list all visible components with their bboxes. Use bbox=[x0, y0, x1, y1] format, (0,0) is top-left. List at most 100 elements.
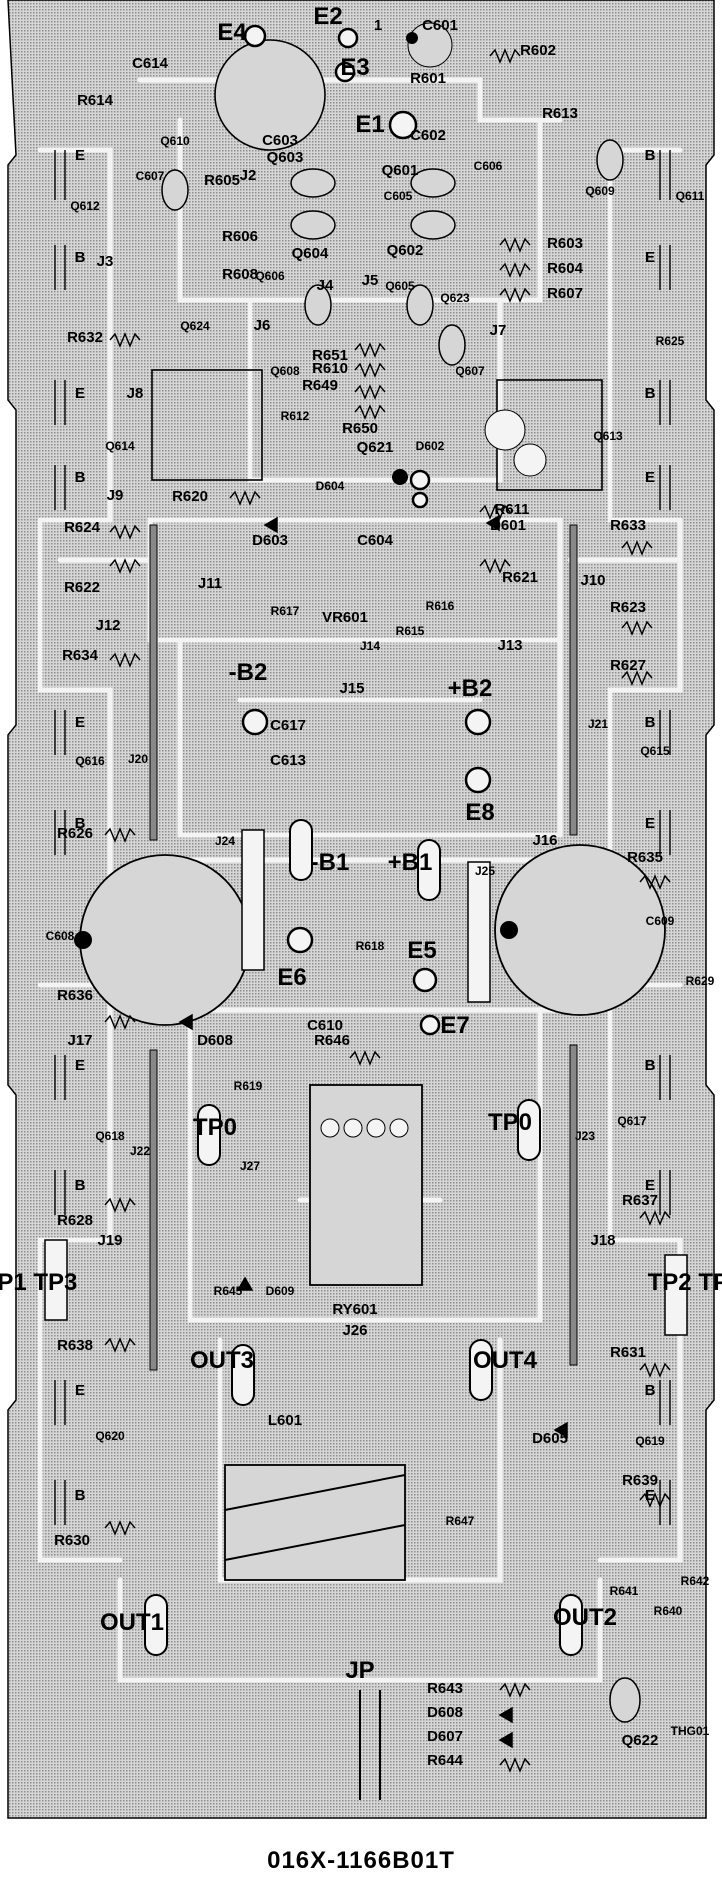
connector-j24 bbox=[241, 829, 265, 971]
component-label: B bbox=[645, 714, 656, 731]
component-label: R614 bbox=[77, 92, 114, 109]
component-label: R637 bbox=[622, 1192, 658, 1209]
component-label: R608 bbox=[222, 266, 258, 283]
component-label: E bbox=[645, 1487, 655, 1504]
component-label: R611 bbox=[494, 501, 529, 518]
component-label: E bbox=[645, 815, 655, 832]
component-label: B bbox=[645, 147, 656, 164]
component-label: Q621 bbox=[357, 439, 394, 456]
test-point-block-right bbox=[664, 1254, 688, 1336]
component-label: E bbox=[75, 1382, 85, 1399]
component-label: B bbox=[75, 249, 86, 266]
relay-pins bbox=[320, 1118, 409, 1138]
component-label: R650 bbox=[342, 420, 378, 437]
component-label: R632 bbox=[67, 329, 103, 346]
capacitor-c608-body bbox=[79, 854, 251, 1026]
component-label: Q619 bbox=[635, 1434, 665, 1448]
capacitor-c603-body bbox=[214, 39, 326, 151]
component-label: R635 bbox=[627, 849, 663, 866]
component-label: Q604 bbox=[292, 245, 329, 262]
component-label: D604 bbox=[316, 479, 345, 493]
component-label: D601 bbox=[490, 517, 526, 534]
trimmer-vr601 bbox=[392, 469, 408, 485]
component-label: VR601 bbox=[322, 609, 368, 626]
edge-transistor-pads bbox=[54, 150, 671, 1525]
component-label: R649 bbox=[302, 377, 338, 394]
component-label: R617 bbox=[271, 604, 300, 618]
component-label: Q614 bbox=[105, 439, 135, 453]
component-label: Q616 bbox=[75, 754, 105, 768]
component-label: E1 bbox=[355, 111, 384, 138]
component-label: E4 bbox=[217, 19, 247, 46]
component-label: R646 bbox=[314, 1032, 350, 1049]
component-label: R615 bbox=[396, 624, 425, 638]
component-label: J13 bbox=[497, 637, 522, 654]
component-label: R627 bbox=[610, 657, 646, 674]
component-label: R623 bbox=[610, 599, 646, 616]
component-label: B bbox=[75, 1177, 86, 1194]
component-label: C603 bbox=[262, 132, 298, 149]
component-label: R601 bbox=[410, 70, 446, 87]
component-label: J21 bbox=[588, 717, 608, 731]
component-label: J19 bbox=[97, 1232, 122, 1249]
component-label: R638 bbox=[57, 1337, 93, 1354]
component-label: R604 bbox=[547, 260, 584, 277]
component-label: R640 bbox=[654, 1604, 683, 1618]
component-label: R606 bbox=[222, 228, 258, 245]
component-label: -B2 bbox=[229, 659, 268, 686]
component-label: Q609 bbox=[585, 184, 615, 198]
component-label: E7 bbox=[440, 1012, 469, 1039]
component-label: J14 bbox=[360, 639, 380, 653]
component-label: R641 bbox=[610, 1584, 639, 1598]
terminal-pads bbox=[241, 24, 492, 1036]
component-label: R619 bbox=[234, 1079, 263, 1093]
component-label: R651 bbox=[312, 347, 348, 364]
component-label: R631 bbox=[610, 1344, 646, 1361]
component-label: B bbox=[645, 385, 656, 402]
slotted-pads bbox=[144, 819, 583, 1656]
component-label: E6 bbox=[277, 964, 306, 991]
component-label: Q601 bbox=[382, 162, 419, 179]
component-label: B bbox=[75, 815, 86, 832]
component-label: J7 bbox=[490, 322, 507, 339]
component-label: R628 bbox=[57, 1212, 93, 1229]
component-label: R643 bbox=[427, 1680, 463, 1697]
component-label: J18 bbox=[590, 1232, 615, 1249]
component-label: J8 bbox=[127, 385, 144, 402]
component-label: J11 bbox=[198, 575, 222, 592]
component-label: C607 bbox=[136, 169, 165, 183]
component-label: C609 bbox=[646, 914, 675, 928]
capacitor-c601-body bbox=[407, 22, 453, 68]
component-label: R634 bbox=[62, 647, 99, 664]
heatsink-block-left bbox=[151, 369, 263, 481]
capacitor-c609-polarity-dot bbox=[500, 921, 518, 939]
component-label: Q615 bbox=[640, 744, 670, 758]
component-label: Q611 bbox=[676, 189, 705, 203]
component-label: C614 bbox=[132, 55, 169, 72]
component-label: J3 bbox=[97, 253, 114, 270]
capacitor-c608-polarity-dot bbox=[74, 931, 92, 949]
component-label: +B1 bbox=[388, 849, 433, 876]
component-label: Q603 bbox=[267, 149, 304, 166]
component-label: R605 bbox=[204, 172, 240, 189]
component-label: R626 bbox=[57, 825, 93, 842]
capacitor-c609-body bbox=[494, 844, 666, 1016]
component-label: E bbox=[645, 469, 655, 486]
resistor-symbols bbox=[104, 48, 671, 1773]
component-label: D605 bbox=[532, 1430, 568, 1447]
component-label: R629 bbox=[686, 974, 715, 988]
component-label: J6 bbox=[254, 317, 271, 334]
component-label: Q607 bbox=[455, 364, 485, 378]
component-label: -B1 bbox=[311, 849, 350, 876]
component-label: Q602 bbox=[387, 242, 424, 259]
component-label: R644 bbox=[427, 1752, 464, 1769]
component-label: Q608 bbox=[270, 364, 300, 378]
component-label: D609 bbox=[266, 1284, 295, 1298]
component-label: C608 bbox=[46, 929, 75, 943]
component-label: R612 bbox=[281, 409, 310, 423]
component-label: R639 bbox=[622, 1472, 658, 1489]
component-label: R636 bbox=[57, 987, 93, 1004]
component-label: E bbox=[75, 1057, 85, 1074]
jp-lead-lines bbox=[359, 1690, 381, 1800]
